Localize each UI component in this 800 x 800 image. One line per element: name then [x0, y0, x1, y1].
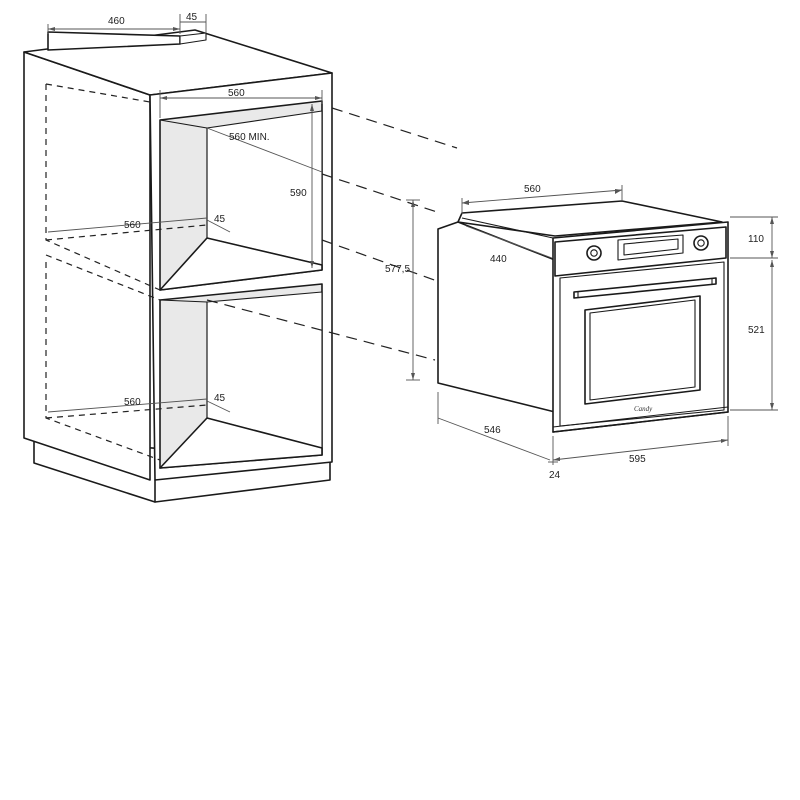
dim-front-width: 595 — [629, 454, 646, 465]
oven-top-surface — [457, 200, 723, 237]
cabinet-side-panel — [23, 51, 151, 481]
oven-top-rim — [461, 217, 554, 239]
dim-niche-width: 560 — [228, 88, 245, 99]
dim-shelf-depth-upper: 560 — [124, 220, 141, 231]
right-knob-center — [697, 239, 705, 247]
left-knob-icon[interactable] — [586, 245, 602, 261]
cabinet-top-rear-notch — [179, 32, 207, 45]
left-knob-center — [590, 249, 598, 257]
lower-shelf — [159, 417, 323, 469]
oven-display-screen — [623, 238, 679, 256]
oven-front-bottom — [552, 411, 729, 433]
dim-shelf-gap-upper: 45 — [214, 214, 226, 225]
oven-front-bottom-inner — [552, 406, 729, 428]
dim-niche-height: 590 — [290, 188, 307, 199]
lower-niche-edge-top — [159, 299, 208, 303]
dim-oven-body-depth: 440 — [490, 254, 507, 265]
dim-oven-total-depth: 546 — [484, 425, 501, 436]
hidden-shelf-lower — [45, 404, 208, 419]
proj-line-3 — [321, 239, 441, 283]
dimension-lines — [47, 14, 778, 465]
dim-cabinet-top-gap: 45 — [186, 12, 198, 23]
dimension-arrows — [48, 27, 774, 461]
proj-line-4 — [206, 299, 436, 361]
hidden-shelf-upper — [45, 224, 208, 241]
right-knob-icon[interactable] — [693, 235, 709, 251]
hidden-shelf-upper-front — [45, 254, 161, 301]
proj-line-2 — [321, 173, 441, 214]
dim-cabinet-top-depth: 460 — [108, 16, 125, 27]
projection-lines — [206, 107, 458, 361]
dim-oven-body-width: 560 — [524, 184, 541, 195]
oven-door-handle[interactable] — [573, 277, 717, 299]
oven: Candy — [437, 200, 729, 433]
proj-line-1 — [331, 107, 458, 149]
dim-niche-min-depth: 560 MIN. — [229, 132, 270, 143]
dim-shelf-depth-lower: 560 — [124, 397, 141, 408]
brand-logo: Candy — [634, 405, 653, 413]
upper-niche-edge-top — [159, 119, 208, 129]
oven-body-side — [437, 221, 556, 413]
dim-shelf-gap-lower: 45 — [214, 393, 226, 404]
cabinet — [23, 29, 333, 503]
dimension-labels: 460 45 560 560 MIN. 590 560 45 560 45 56… — [108, 12, 765, 481]
upper-shelf — [159, 237, 323, 291]
dim-panel-height: 110 — [748, 234, 764, 245]
dim-oven-body-height: 577,5 — [385, 264, 410, 275]
dim-door-height: 521 — [748, 325, 765, 336]
oven-door-glass-inner — [589, 299, 696, 401]
dim-front-thickness: 24 — [549, 470, 561, 481]
